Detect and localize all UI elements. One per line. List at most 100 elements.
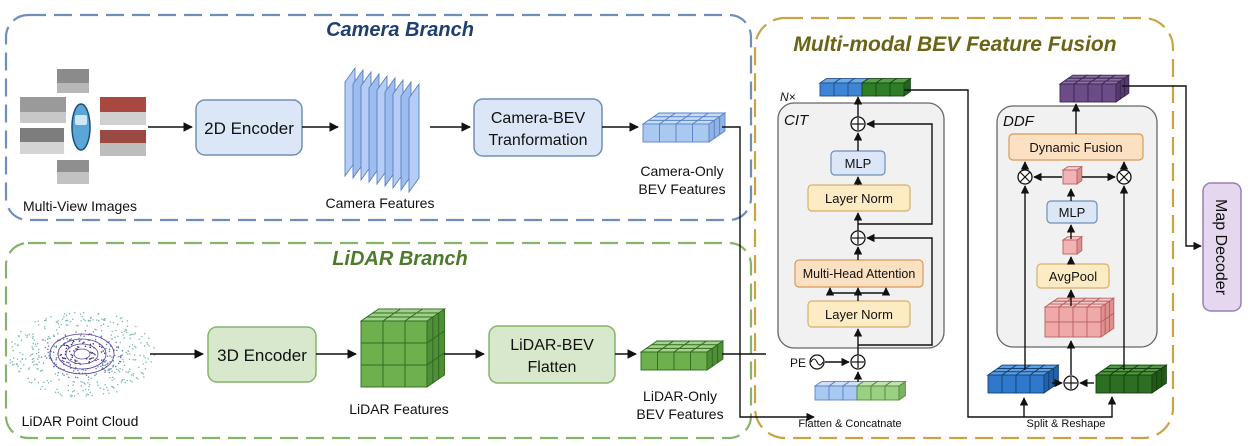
lidar-point [87, 381, 89, 384]
lidar-point [105, 386, 108, 389]
lidar-features-front-cell [382, 364, 406, 388]
lidar-point [104, 371, 106, 373]
lidar-point [54, 373, 57, 375]
lidar-point [48, 357, 51, 360]
lidar-features-front-cell [404, 342, 428, 366]
ddf-pink-front-cell [1044, 306, 1060, 323]
lidar-features-front-cell [360, 364, 384, 388]
lidar-point [55, 356, 58, 359]
ddf-multiply-left [1017, 169, 1033, 185]
lidar-point [133, 354, 136, 356]
lidar-point [17, 335, 20, 337]
lidar-bev-flatten-label-1: LiDAR-BEV [510, 337, 594, 354]
lidar-point [72, 340, 75, 343]
lidar-point [145, 361, 147, 363]
lidar-bev-flatten-label-2: Flatten [528, 359, 577, 376]
cit-out-green-front-cell [889, 82, 905, 97]
lidar-point [20, 367, 22, 370]
ddf-split-green-side-cell [1156, 367, 1163, 391]
cit-out-blue-front-cell [819, 82, 835, 97]
lidar-point [143, 355, 145, 357]
lidar-point [146, 343, 149, 346]
lidar-point [35, 352, 38, 355]
ddf-mlp-label: MLP [1059, 205, 1086, 220]
lidar-features-cube [359, 308, 447, 388]
cit-out-green-front-cell [875, 82, 891, 97]
lidar-point [119, 317, 122, 320]
lidar-point [131, 343, 134, 346]
lidar-point [77, 324, 79, 327]
lidar-point [63, 344, 66, 346]
lidar-point [33, 363, 35, 366]
lidar-point [31, 358, 34, 361]
lidar-point [129, 333, 132, 336]
lidar-point [47, 335, 50, 338]
ddf-split-blue-side-cell [1043, 370, 1050, 394]
lidar-point [95, 359, 97, 362]
ddf-split-blue-front-cell [1029, 374, 1045, 394]
lidar-bev-grid [639, 340, 725, 371]
lidar-point [63, 374, 65, 376]
lidar-branch-frame [4, 241, 753, 440]
camera-bev-side-cell [713, 115, 721, 140]
lidar-point [61, 318, 64, 320]
lidar-point [110, 367, 112, 370]
lidar-point [44, 346, 47, 349]
lidar-point [47, 382, 50, 384]
lidar-point [106, 355, 109, 358]
lidar-point [21, 353, 24, 356]
lidar-point [54, 391, 57, 393]
lidar-point [132, 358, 134, 361]
lidar-point [142, 373, 145, 375]
lidar-point [36, 342, 39, 345]
lidar-point [46, 338, 49, 341]
lidar-point [80, 320, 82, 322]
lidar-point [109, 355, 111, 357]
lidar-point [44, 319, 46, 322]
lidar-point [69, 364, 72, 366]
lidar-point [31, 346, 33, 348]
cit-out-green-front-cell [861, 82, 877, 97]
ddf-split-green-side-cell [1161, 364, 1167, 388]
lidar-point [121, 320, 124, 323]
camera-feature-sheet [408, 82, 420, 194]
lidar-point [115, 329, 117, 332]
lidar-point [47, 348, 49, 351]
pe-sine-icon [809, 354, 825, 370]
lidar-point [67, 376, 70, 379]
lidar-point [21, 357, 24, 360]
camera-bev-side-cell [708, 119, 715, 143]
lidar-point [120, 381, 123, 383]
lidar-point [108, 348, 111, 351]
lidar-point [37, 324, 40, 326]
lidar-point [58, 378, 60, 381]
camera-bev-grid [641, 112, 727, 143]
ddf-pink-side-cell [1109, 312, 1115, 332]
lidar-point [16, 358, 19, 361]
lidar-point [68, 362, 70, 364]
lidar-point [122, 334, 124, 336]
camera-bev-front-cell [642, 123, 660, 143]
lidar-point [112, 365, 114, 368]
lidar-point [116, 346, 118, 348]
ddf-split-green-front-cell [1137, 374, 1153, 394]
multi-view-images-label: Multi-View Images [23, 198, 137, 214]
lidar-point [28, 367, 31, 369]
2d-encoder-label: 2D Encoder [204, 119, 294, 138]
lidar-point [82, 311, 85, 314]
lidar-point [74, 311, 76, 314]
lidar-point [114, 365, 117, 368]
lidar-ring [57, 338, 107, 370]
lidar-point [111, 330, 113, 333]
lidar-point [86, 393, 88, 395]
lidar-point [11, 364, 14, 366]
lidar-point [121, 316, 123, 319]
lidar-point [134, 345, 136, 348]
cit-out-green-side-cell [903, 77, 911, 97]
lidar-point [121, 379, 124, 381]
lidar-point [107, 369, 109, 372]
lidar-point [11, 361, 14, 363]
lidar-point [132, 372, 135, 375]
lidar-point [12, 357, 15, 359]
lidar-point [124, 329, 127, 331]
